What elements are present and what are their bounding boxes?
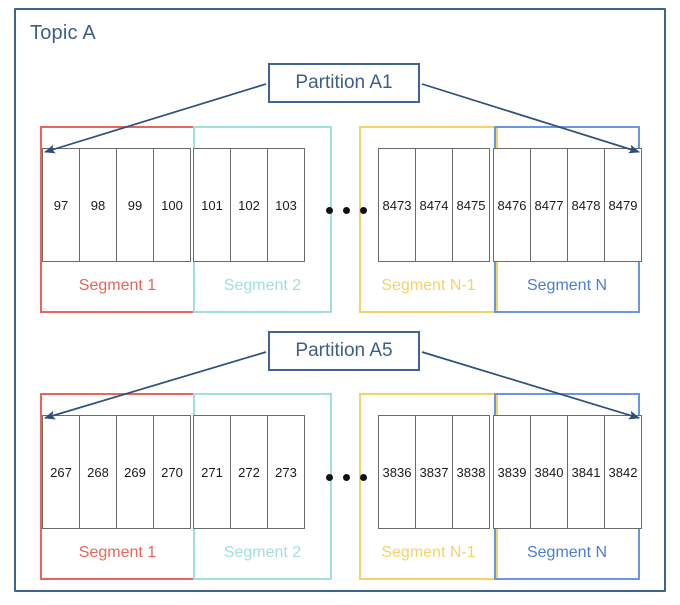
segment-label-row2-segment-n: Segment N bbox=[526, 544, 608, 561]
cell[interactable]: 269 bbox=[116, 415, 154, 529]
cell[interactable]: 8477 bbox=[530, 148, 568, 262]
cell[interactable]: 8479 bbox=[604, 148, 642, 262]
cell[interactable]: 8476 bbox=[493, 148, 531, 262]
cell[interactable]: 8478 bbox=[567, 148, 605, 262]
ellipsis-row1 bbox=[326, 207, 367, 214]
cell[interactable]: 8473 bbox=[378, 148, 416, 262]
dot-icon bbox=[326, 474, 333, 481]
segment-label-row1-segment-n: Segment N bbox=[526, 277, 608, 294]
dot-icon bbox=[360, 207, 367, 214]
cell-strip-row2-segment-2: 271 272 273 bbox=[193, 415, 308, 529]
partition-label-a5[interactable]: Partition A5 bbox=[268, 331, 420, 371]
segment-label-row2-segment-2: Segment 2 bbox=[223, 544, 302, 561]
topic-title: Topic A bbox=[30, 22, 96, 44]
cell-strip-row1-segment-n-minus-1: 8473 8474 8475 bbox=[378, 148, 493, 262]
cell[interactable]: 101 bbox=[193, 148, 231, 262]
cell[interactable]: 3836 bbox=[378, 415, 416, 529]
ellipsis-row2 bbox=[326, 474, 367, 481]
cell-strip-row2-segment-n: 3839 3840 3841 3842 bbox=[493, 415, 644, 529]
dot-icon bbox=[343, 474, 350, 481]
dot-icon bbox=[343, 207, 350, 214]
cell[interactable]: 102 bbox=[230, 148, 268, 262]
cell[interactable]: 99 bbox=[116, 148, 154, 262]
cell[interactable]: 98 bbox=[79, 148, 117, 262]
dot-icon bbox=[360, 474, 367, 481]
cell[interactable]: 103 bbox=[267, 148, 305, 262]
cell[interactable]: 3838 bbox=[452, 415, 490, 529]
segment-label-row1-segment-1: Segment 1 bbox=[78, 277, 157, 294]
dot-icon bbox=[326, 207, 333, 214]
segment-label-row2-segment-1: Segment 1 bbox=[78, 544, 157, 561]
cell[interactable]: 268 bbox=[79, 415, 117, 529]
partition-label-a1[interactable]: Partition A1 bbox=[268, 63, 420, 103]
cell[interactable]: 8475 bbox=[452, 148, 490, 262]
cell[interactable]: 272 bbox=[230, 415, 268, 529]
cell[interactable]: 8474 bbox=[415, 148, 453, 262]
cell-strip-row1-segment-1: 97 98 99 100 bbox=[42, 148, 193, 262]
cell[interactable]: 3841 bbox=[567, 415, 605, 529]
cell[interactable]: 97 bbox=[42, 148, 80, 262]
topic-frame bbox=[14, 8, 666, 592]
cell[interactable]: 3837 bbox=[415, 415, 453, 529]
cell[interactable]: 3842 bbox=[604, 415, 642, 529]
segment-label-row1-segment-n-minus-1: Segment N-1 bbox=[381, 277, 476, 294]
cell-strip-row1-segment-2: 101 102 103 bbox=[193, 148, 308, 262]
segment-label-row2-segment-n-minus-1: Segment N-1 bbox=[381, 544, 476, 561]
cell[interactable]: 3839 bbox=[493, 415, 531, 529]
segment-label-row1-segment-2: Segment 2 bbox=[223, 277, 302, 294]
cell-strip-row1-segment-n: 8476 8477 8478 8479 bbox=[493, 148, 644, 262]
cell-strip-row2-segment-1: 267 268 269 270 bbox=[42, 415, 193, 529]
cell[interactable]: 273 bbox=[267, 415, 305, 529]
cell[interactable]: 100 bbox=[153, 148, 191, 262]
cell[interactable]: 3840 bbox=[530, 415, 568, 529]
cell-strip-row2-segment-n-minus-1: 3836 3837 3838 bbox=[378, 415, 493, 529]
cell[interactable]: 267 bbox=[42, 415, 80, 529]
cell[interactable]: 270 bbox=[153, 415, 191, 529]
cell[interactable]: 271 bbox=[193, 415, 231, 529]
